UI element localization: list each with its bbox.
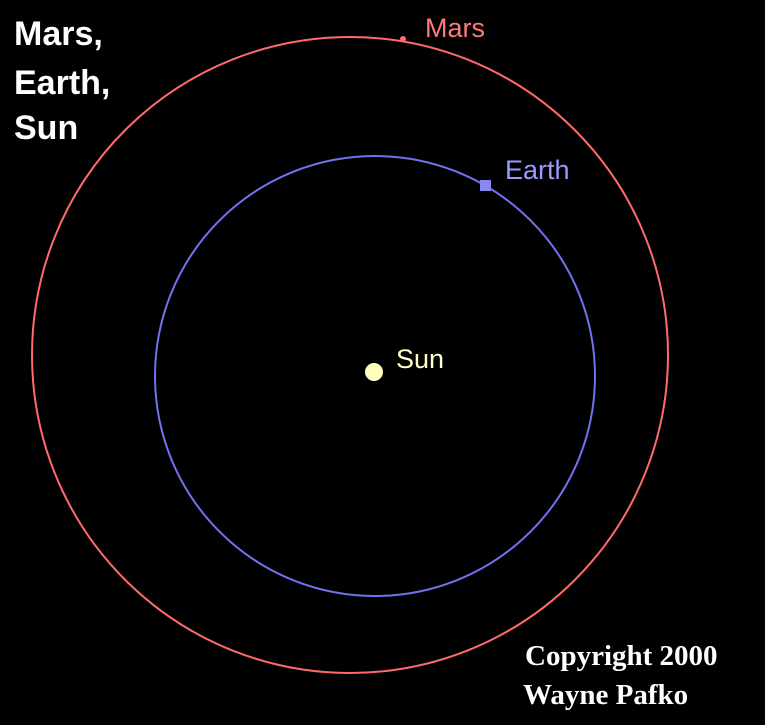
- title-line-2: Earth,: [14, 64, 110, 102]
- title-line-3: Sun: [14, 109, 78, 147]
- mars-label: Mars: [425, 13, 485, 43]
- copyright-line-2: Wayne Pafko: [523, 679, 688, 711]
- copyright-line-1: Copyright 2000: [525, 640, 718, 672]
- mars-orbit: [31, 36, 669, 674]
- earth-label: Earth: [505, 155, 570, 185]
- earth-planet: [480, 180, 491, 191]
- earth-orbit: [154, 155, 596, 597]
- sun-label: Sun: [396, 344, 444, 374]
- title-line-1: Mars,: [14, 15, 103, 53]
- sun: [365, 363, 383, 381]
- mars-planet: [400, 36, 406, 42]
